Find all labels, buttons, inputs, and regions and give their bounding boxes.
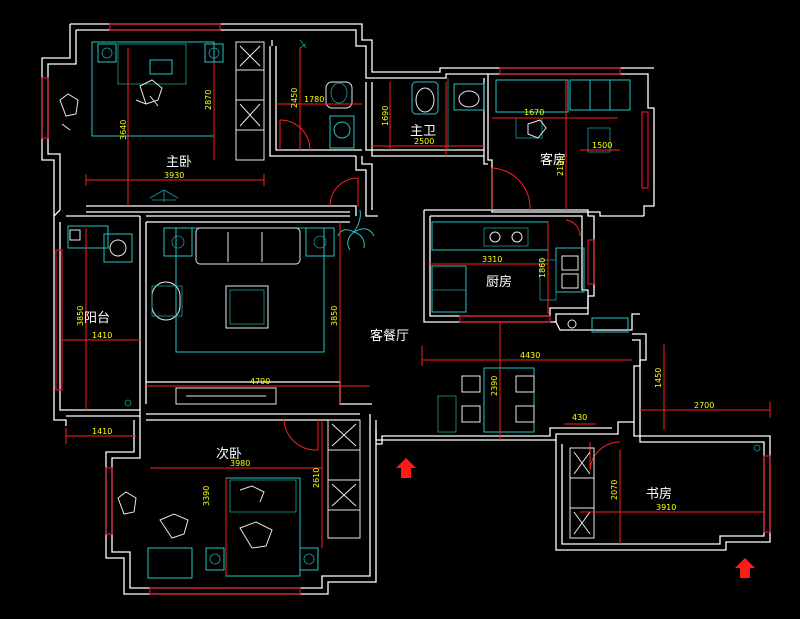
dim-1690: 1690 — [381, 106, 390, 126]
dim-4790: 4790 — [250, 377, 270, 386]
dim-4430: 4430 — [520, 351, 540, 360]
dim-2500: 2500 — [414, 137, 434, 146]
dimension-lines — [62, 48, 771, 576]
room-label-study: 书房 — [646, 486, 672, 502]
room-label-kitchen: 厨房 — [486, 274, 512, 290]
room-label-master-bath: 主卫 — [410, 124, 436, 139]
second-bedroom-furniture — [117, 419, 361, 579]
entrance-arrow-icon-2 — [735, 558, 755, 578]
entrance-arrows — [396, 458, 755, 578]
dim-2190: 2190 — [556, 156, 565, 176]
master-bath-fixtures — [299, 39, 485, 150]
dim-2610: 2610 — [312, 468, 321, 488]
dim-3910: 3910 — [656, 503, 676, 512]
dim-2700: 2700 — [694, 401, 714, 410]
dim-3390: 3390 — [202, 486, 211, 506]
dim-3640: 3640 — [119, 120, 128, 140]
plant-icon — [337, 209, 375, 251]
room-label-balcony: 阳台 — [84, 311, 110, 326]
study-furniture — [569, 444, 761, 539]
dimension-texts: 3640 2870 3930 2450 1780 1690 2500 1670 … — [76, 88, 714, 512]
room-labels: 主卧 主卫 客房 阳台 厨房 客餐厅 次卧 书房 — [84, 124, 672, 502]
dim-2390: 2390 — [490, 376, 499, 396]
dim-2870: 2870 — [204, 90, 213, 110]
dim-3850-living: 3850 — [330, 306, 339, 326]
dim-1780: 1780 — [304, 95, 324, 104]
dim-2070: 2070 — [610, 480, 619, 500]
dim-3980: 3980 — [230, 459, 250, 468]
dim-1450: 1450 — [654, 368, 663, 388]
dining-furniture — [437, 367, 535, 433]
entrance-arrow-icon — [396, 458, 416, 478]
room-label-master-bedroom: 主卧 — [166, 155, 192, 170]
living-room-furniture — [151, 209, 375, 405]
room-label-living-dining: 客餐厅 — [370, 328, 409, 344]
dim-1860: 1860 — [538, 258, 547, 278]
dim-430: 430 — [572, 413, 587, 422]
windows — [41, 23, 771, 595]
dim-3850-balcony: 3850 — [76, 306, 85, 326]
dim-2450: 2450 — [290, 88, 299, 108]
dim-1410-lower: 1410 — [92, 427, 112, 436]
doors — [279, 119, 621, 471]
master-bedroom-furniture — [59, 41, 265, 202]
dim-1500: 1500 — [592, 141, 612, 150]
dim-3930: 3930 — [164, 171, 184, 180]
dim-1410-balcony: 1410 — [92, 331, 112, 340]
dim-3310: 3310 — [482, 255, 502, 264]
room-label-second-bedroom: 次卧 — [216, 446, 242, 462]
exterior-walls — [41, 23, 771, 595]
guest-room-furniture — [495, 79, 631, 153]
kitchen-fixtures — [431, 221, 629, 333]
balcony-fixtures — [67, 225, 133, 407]
room-label-guest-room: 客房 — [540, 152, 566, 168]
dim-1670: 1670 — [524, 108, 544, 117]
